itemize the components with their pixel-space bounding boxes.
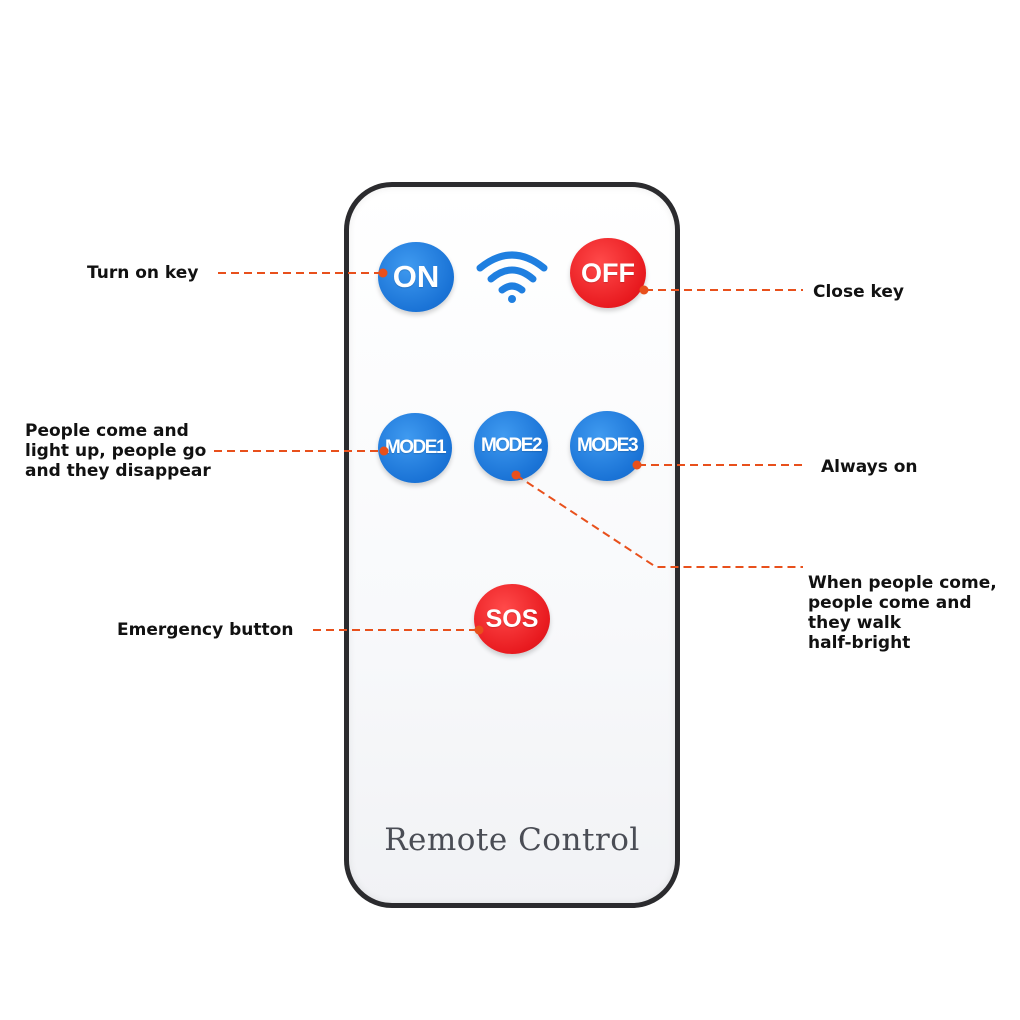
annotation-mode2-line: they walk (808, 613, 902, 633)
mode1-button[interactable]: MODE1 (378, 413, 452, 483)
annotation-mode1-line: and they disappear (25, 461, 211, 481)
remote-control-label: Remote Control (384, 822, 640, 858)
annotation-sos: Emergency button (117, 620, 294, 640)
mode3-button[interactable]: MODE3 (570, 411, 644, 481)
annotation-mode1-line: light up, people go (25, 441, 207, 461)
mode2-button[interactable]: MODE2 (474, 411, 548, 481)
annotation-on: Turn on key (87, 263, 199, 283)
annotation-mode2-line: people come and (808, 593, 972, 613)
annotation-off: Close key (813, 282, 905, 302)
annotation-mode2: When people come, people come and they w… (808, 573, 997, 653)
wifi-signal-icon (476, 251, 548, 303)
sos-button[interactable]: SOS (474, 584, 550, 654)
annotation-mode2-line: When people come, (808, 573, 997, 593)
on-button[interactable]: ON (378, 242, 454, 312)
annotation-mode2-line: half-bright (808, 633, 911, 653)
annotation-mode1: People come and light up, people go and … (25, 421, 211, 481)
off-button[interactable]: OFF (570, 238, 646, 308)
annotation-mode3: Always on (821, 457, 918, 477)
annotation-mode1-line: People come and (25, 421, 189, 441)
